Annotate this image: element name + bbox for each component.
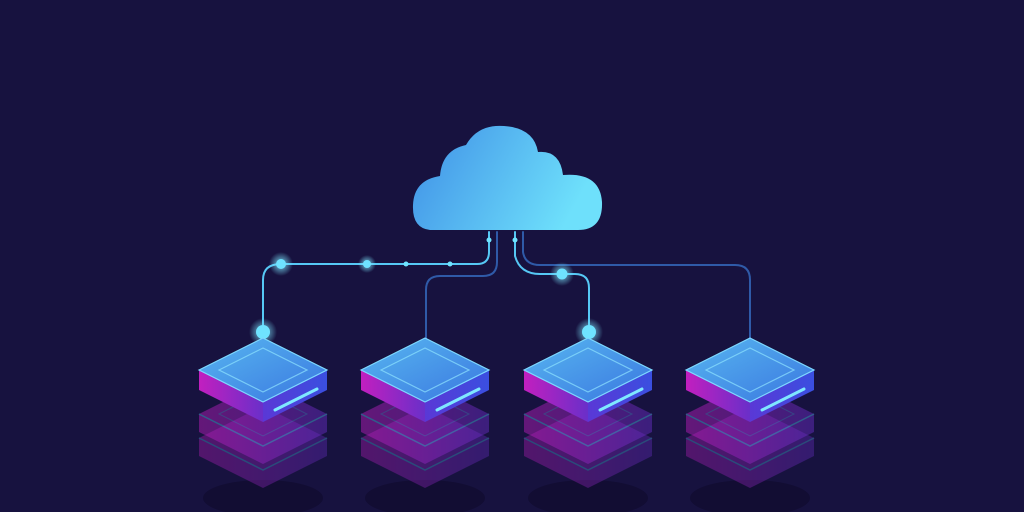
server-2 xyxy=(359,336,491,512)
connection-nodes xyxy=(249,237,603,346)
server-4 xyxy=(684,336,816,512)
connection-lines xyxy=(262,231,751,341)
cloud-icon xyxy=(412,125,603,230)
server-3 xyxy=(522,336,654,512)
server-1 xyxy=(197,336,329,512)
